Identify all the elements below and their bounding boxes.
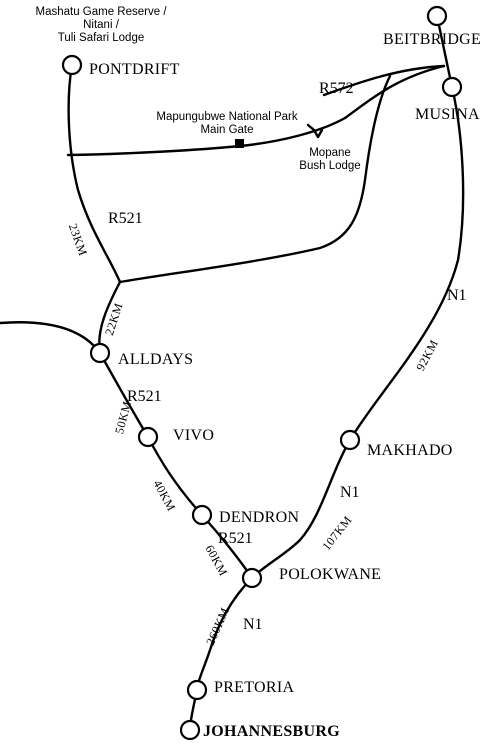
road-label-n1-south: N1 — [243, 616, 263, 633]
road-mapungubwe — [66, 64, 446, 157]
road-r521-alldays-polokwane — [98, 351, 254, 580]
label-mopane-line1: Mopane — [309, 147, 351, 159]
road-west-to-alldays — [0, 321, 102, 355]
road-label-n1-north: N1 — [447, 287, 467, 304]
label-pretoria: PRETORIA — [214, 679, 295, 696]
label-mapungubwe: Mapungubwe National Park Main Gate — [144, 111, 310, 137]
road-pontdrift-alldays — [67, 63, 122, 355]
label-mashatu-line2: Nitani / — [83, 19, 119, 31]
town-marker-beitbridge[interactable] — [426, 5, 448, 27]
road-cross-link — [118, 74, 392, 284]
label-vivo: VIVO — [173, 427, 215, 444]
label-mashatu: Mashatu Game Reserve / Nitani / Tuli Saf… — [18, 6, 184, 45]
town-marker-vivo[interactable] — [137, 426, 159, 448]
label-alldays: ALLDAYS — [118, 351, 194, 368]
label-pontdrift: PONTDRIFT — [89, 61, 180, 78]
road-label-r521-dendron: R521 — [218, 530, 253, 547]
label-mashatu-line1: Mashatu Game Reserve / — [35, 6, 167, 18]
label-mopane: Mopane Bush Lodge — [290, 147, 370, 173]
label-polokwane: POLOKWANE — [279, 566, 382, 583]
road-beitbridge-musina — [435, 14, 454, 89]
label-beitbridge: BEITBRIDGE — [383, 31, 482, 48]
town-marker-alldays[interactable] — [89, 342, 111, 364]
label-mopane-line2: Bush Lodge — [299, 160, 361, 172]
road-label-r521-north: R521 — [108, 210, 143, 227]
road-r572 — [322, 64, 446, 97]
road-label-r521-vivo: R521 — [127, 388, 162, 405]
label-musina: MUSINA — [415, 106, 480, 123]
town-marker-polokwane[interactable] — [241, 567, 263, 589]
road-label-n1-makhado: N1 — [340, 484, 360, 501]
town-marker-pretoria[interactable] — [186, 679, 208, 701]
town-marker-johannesburg[interactable] — [179, 719, 201, 741]
label-mapungubwe-line2: Main Gate — [200, 124, 254, 136]
label-makhado: MAKHADO — [367, 442, 453, 459]
label-dendron: DENDRON — [219, 509, 300, 526]
road-n1-musina-polokwane — [250, 85, 465, 580]
road-mopane — [306, 123, 324, 139]
town-marker-makhado[interactable] — [339, 429, 361, 451]
mapungubwe-gate-marker — [235, 139, 244, 148]
label-mashatu-line3: Tuli Safari Lodge — [57, 32, 145, 44]
road-n1-polokwane-johannesburg — [188, 576, 254, 732]
label-johannesburg: JOHANNESBURG — [203, 723, 340, 740]
label-mapungubwe-line1: Mapungubwe National Park — [156, 111, 298, 123]
town-marker-musina[interactable] — [441, 76, 463, 98]
town-marker-pontdrift[interactable] — [61, 54, 83, 76]
road-label-r572: R572 — [319, 80, 354, 97]
town-marker-dendron[interactable] — [191, 504, 213, 526]
